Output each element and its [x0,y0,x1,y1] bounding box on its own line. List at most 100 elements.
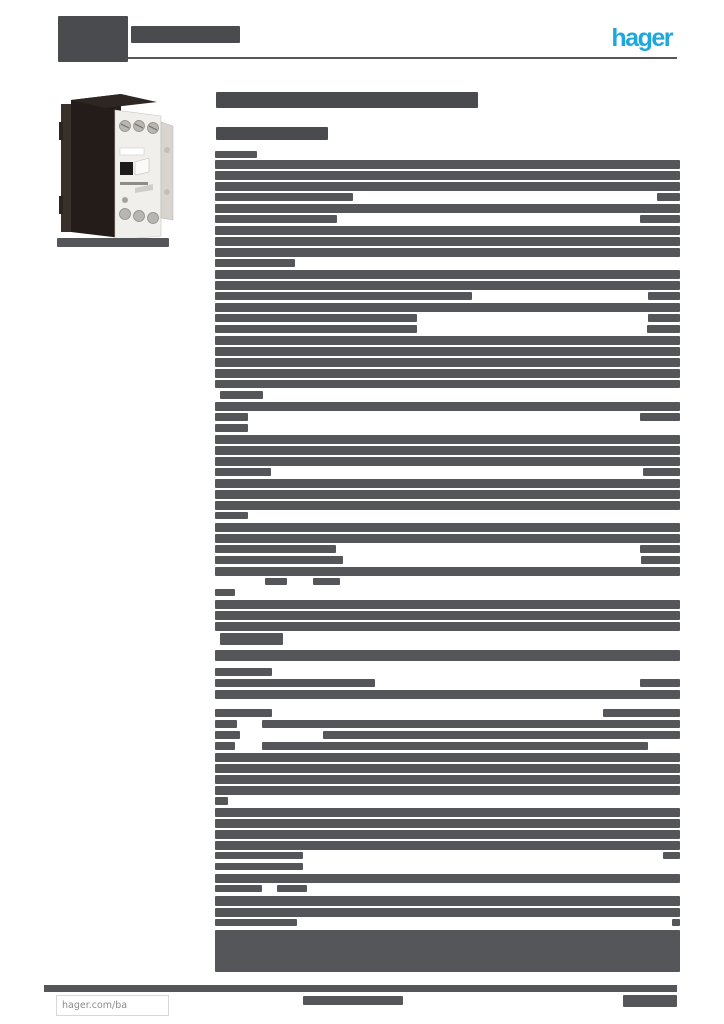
redacted-text-bar [58,16,128,62]
redacted-text-bar [215,534,680,543]
redacted-text-bar [215,523,680,532]
redacted-text-bar [215,501,680,510]
redacted-text-bar [215,270,680,279]
redacted-text-bar [215,841,680,850]
redacted-text-bar [265,578,287,585]
redacted-text-bar [640,215,680,223]
redacted-text-bar [215,380,680,388]
redacted-text-bar [215,237,680,246]
redacted-text-bar [262,742,648,750]
redacted-text-bar [215,650,680,661]
redacted-text-bar [215,885,262,892]
redacted-text-bar [215,808,680,817]
redacted-text-bar [215,819,680,828]
redacted-text-bar [641,556,680,564]
redacted-text-bar [623,995,677,1007]
redacted-text-bar [648,292,680,300]
redacted-text-bar [640,545,680,553]
redacted-text-bar [215,908,680,917]
contactor-body [71,94,157,238]
redacted-text-bar [215,259,295,267]
redacted-text-bar [215,567,680,576]
redacted-text-bar [215,336,680,345]
redacted-text-bar [215,731,240,739]
redacted-text-bar [215,742,235,750]
redacted-text-bar [215,347,680,356]
redacted-text-bar [215,204,680,213]
redacted-text-bar [215,775,680,784]
redacted-text-bar [215,292,472,300]
redacted-text-bar [215,446,680,455]
redacted-text-bar [215,171,680,180]
redacted-text-bar [215,600,680,609]
redacted-text-bar [215,720,237,728]
redacted-text-bar [215,369,680,378]
redacted-text-bar [215,830,680,839]
redacted-text-bar [215,248,680,257]
redacted-text-bar [215,679,375,687]
redacted-text-bar [215,556,343,564]
redacted-text-bar [303,996,403,1005]
redacted-text-bar [215,786,680,795]
control-label-area [119,147,153,193]
terminal-screws-top [119,120,159,134]
redacted-text-bar [215,226,680,235]
redacted-text-bar [215,468,271,476]
redacted-text-bar [215,919,297,926]
din-rail-clip [59,104,73,232]
redacted-text-bar [215,182,680,191]
redacted-text-bar [640,679,680,687]
redacted-text-bar [215,160,680,169]
header-divider-rule [62,57,677,59]
contactor-product-photo [59,94,174,241]
redacted-text-bar [647,325,680,333]
redacted-text-bar [215,457,680,466]
redacted-text-bar [215,413,248,421]
redacted-text-bar [215,753,680,762]
redacted-text-bar [215,424,248,432]
footer-rule-band [44,985,677,992]
redacted-text-bar [215,764,680,773]
redacted-text-bar [648,314,680,322]
redacted-text-bar [663,852,680,859]
redacted-text-bar [220,633,283,645]
footer-site-link[interactable]: hager.com/ba [62,1000,128,1011]
terminal-screws-bottom [119,197,159,224]
redacted-text-bar [215,325,417,333]
redacted-text-bar [215,930,680,972]
redacted-text-bar [262,720,680,728]
redacted-text-bar [313,578,340,585]
redacted-text-bar [216,127,328,140]
redacted-text-bar [657,193,680,201]
redacted-text-bar [215,193,353,201]
redacted-text-bar [215,797,228,805]
redacted-text-bar [215,690,680,699]
redacted-text-bar [215,435,680,444]
redacted-text-bar [215,852,303,859]
redacted-text-bar [215,512,248,519]
redacted-text-bar [131,26,240,43]
redacted-text-bar [323,731,680,739]
redacted-text-bar [277,885,307,892]
redacted-text-bar [57,238,169,247]
redacted-text-bar [215,589,235,596]
redacted-text-bar [215,896,680,906]
redacted-text-bar [215,358,680,367]
hager-logo: hager [586,22,673,54]
redacted-text-bar [215,303,680,312]
redacted-text-bar [215,281,680,290]
redacted-text-bar [215,490,680,499]
redacted-text-bar [643,468,680,476]
redacted-text-bar [215,151,257,158]
footer-site-box: hager.com/ba [56,995,169,1016]
redacted-text-bar [215,402,680,411]
redacted-text-bar [672,919,680,926]
contactor-front-face [114,109,174,241]
redacted-text-bar [215,622,680,631]
redacted-text-bar [215,479,680,488]
redacted-text-bar [215,215,337,223]
redacted-text-bar [215,545,336,553]
redacted-text-bar [640,413,680,421]
redacted-text-bar [215,863,303,870]
